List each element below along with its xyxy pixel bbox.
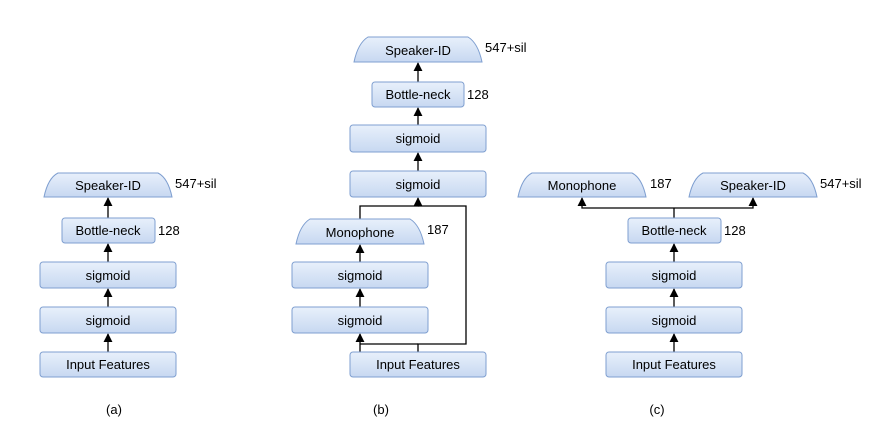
sigmoid-label-4: sigmoid <box>396 131 441 146</box>
monophone-dimension: 187 <box>650 176 672 191</box>
speaker-id-output-shape <box>688 172 818 198</box>
sigmoid-label-1: sigmoid <box>338 313 383 328</box>
panel-a: Input Features sigmoid sigmoid Bottle-ne… <box>39 172 217 417</box>
edge-split-to-speaker <box>674 197 758 209</box>
speaker-id-output-shape <box>43 172 173 198</box>
input-features-label: Input Features <box>632 357 716 372</box>
input-features-box <box>605 351 743 378</box>
panel-c: Input Features sigmoid sigmoid Bottle-ne… <box>517 172 862 417</box>
bottleneck-label: Bottle-neck <box>385 87 451 102</box>
sigmoid-label-2: sigmoid <box>652 268 697 283</box>
sigmoid-box-1 <box>291 306 429 334</box>
speaker-id-label: Speaker-ID <box>720 178 786 193</box>
speaker-id-label: Speaker-ID <box>75 178 141 193</box>
edge-split-to-monophone <box>577 197 674 209</box>
monophone-output-shape <box>295 218 425 245</box>
sigmoid-box-2 <box>39 261 177 289</box>
speaker-id-dimension: 547+sil <box>175 176 217 191</box>
sigmoid-box-4 <box>349 124 487 153</box>
speaker-id-label: Speaker-ID <box>385 43 451 58</box>
input-features-box <box>349 351 487 378</box>
monophone-dimension: 187 <box>427 222 449 237</box>
sigmoid-label-2: sigmoid <box>86 268 131 283</box>
bottleneck-label: Bottle-neck <box>75 223 141 238</box>
edge-monophone-to-sigmoid3 <box>359 197 423 220</box>
speaker-id-dimension: 547+sil <box>485 40 527 55</box>
speaker-id-dimension: 547+sil <box>820 176 862 191</box>
sigmoid-box-3 <box>349 170 487 198</box>
bottleneck-dimension: 128 <box>158 223 180 238</box>
speaker-id-output-shape <box>353 36 483 63</box>
input-features-label: Input Features <box>66 357 150 372</box>
sigmoid-label-1: sigmoid <box>86 313 131 328</box>
bottleneck-dimension: 128 <box>724 223 746 238</box>
bottleneck-dimension: 128 <box>467 87 489 102</box>
sigmoid-label-3: sigmoid <box>396 177 441 192</box>
edge-input-skip-to-sigmoid3 <box>417 205 467 352</box>
caption-b: (b) <box>373 402 389 417</box>
monophone-output-shape <box>517 172 647 198</box>
monophone-label: Monophone <box>548 178 617 193</box>
sigmoid-box-2 <box>291 261 429 289</box>
caption-a: (a) <box>106 402 122 417</box>
monophone-label: Monophone <box>326 225 395 240</box>
sigmoid-label-2: sigmoid <box>338 268 383 283</box>
caption-c: (c) <box>649 402 664 417</box>
bottleneck-box <box>627 217 722 244</box>
bottleneck-label: Bottle-neck <box>641 223 707 238</box>
bottleneck-box <box>371 81 465 108</box>
sigmoid-box-1 <box>605 306 743 334</box>
panel-b: Input Features sigmoid sigmoid Monophone… <box>291 36 527 417</box>
input-features-box <box>39 351 177 378</box>
sigmoid-label-1: sigmoid <box>652 313 697 328</box>
input-features-label: Input Features <box>376 357 460 372</box>
bottleneck-box <box>61 217 156 244</box>
sigmoid-box-2 <box>605 261 743 289</box>
sigmoid-box-1 <box>39 306 177 334</box>
